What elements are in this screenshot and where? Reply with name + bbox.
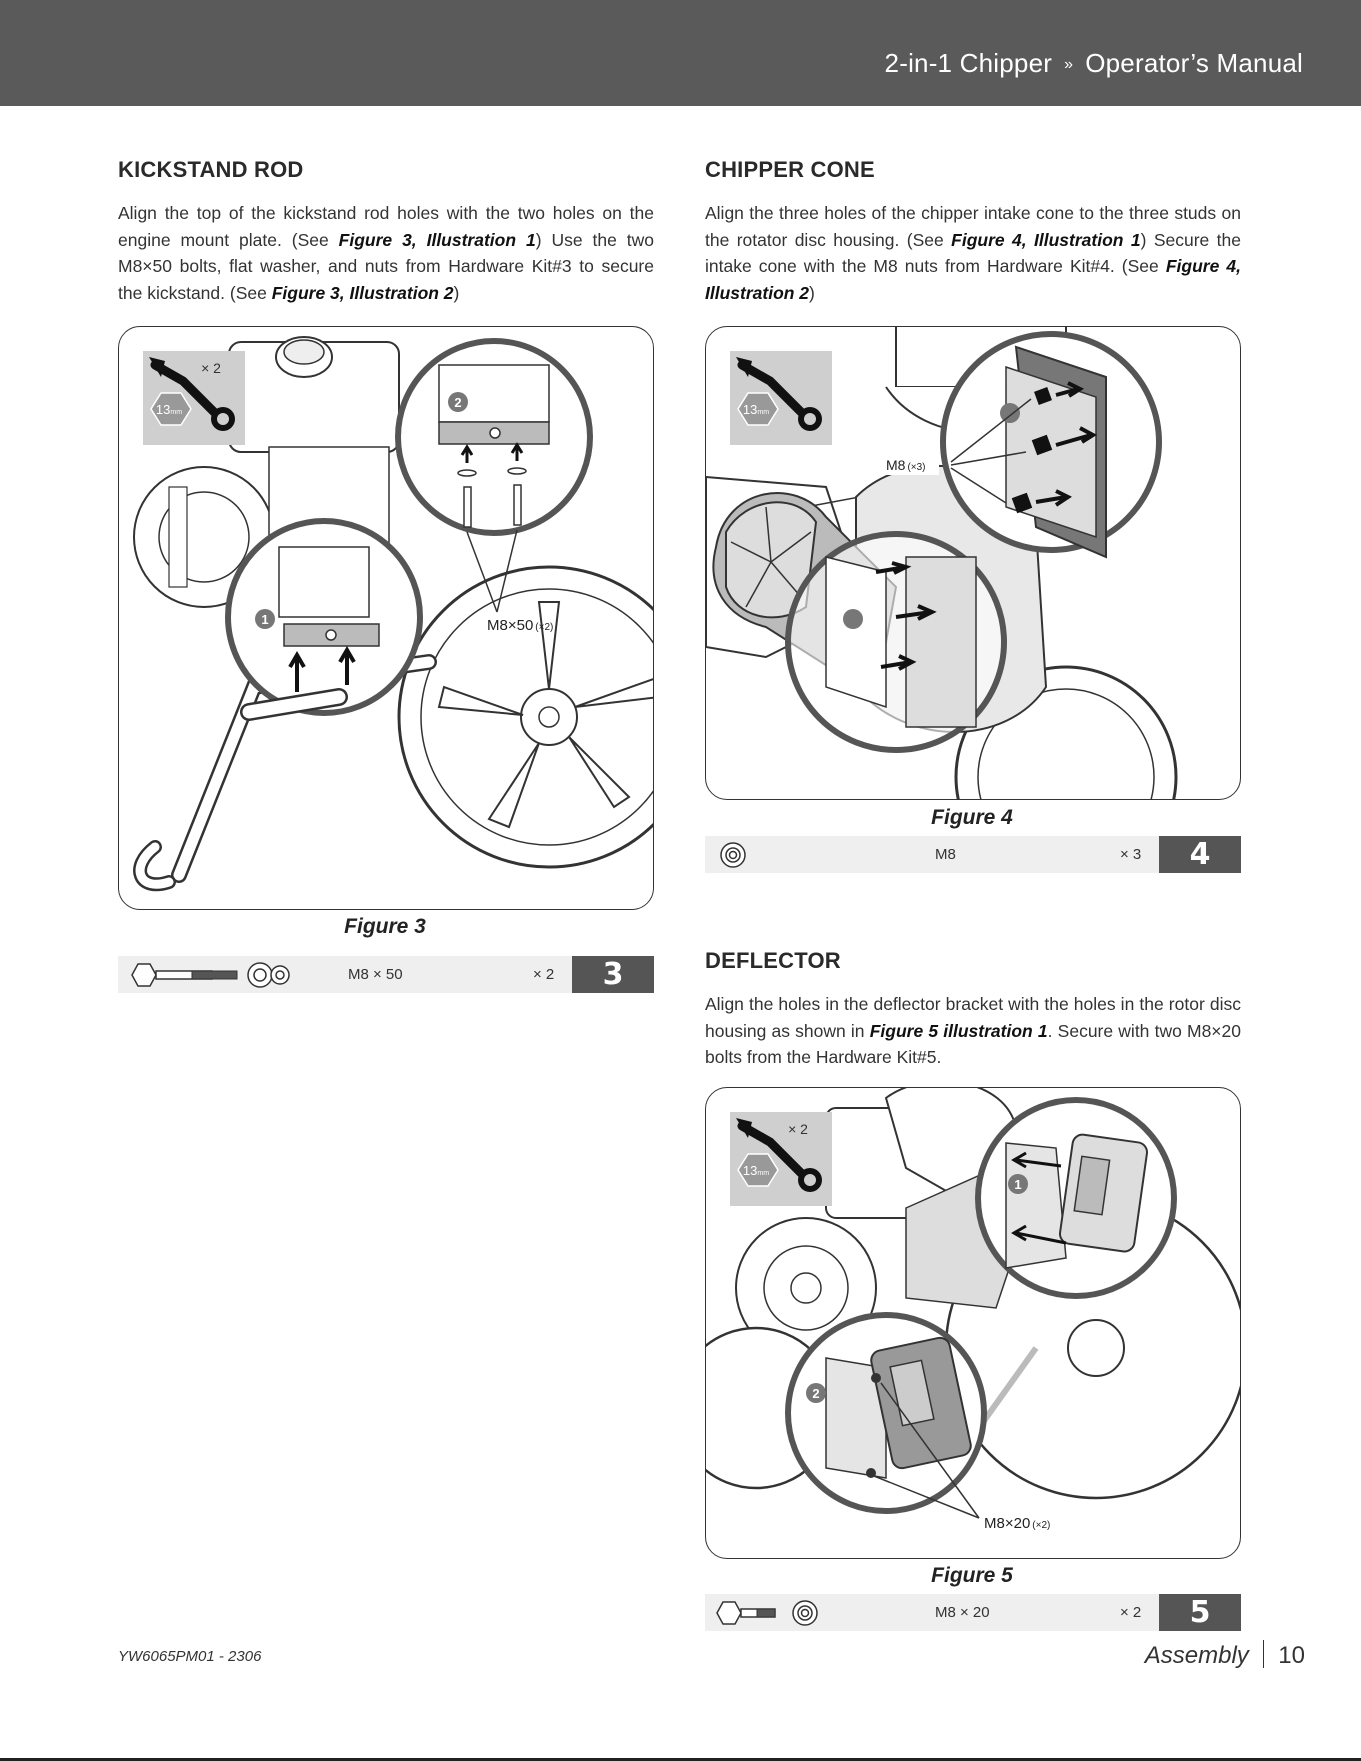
figure-5-bolt-label: M8×20(×2) — [984, 1515, 1050, 1532]
header-product: 2-in-1 Chipper — [884, 48, 1053, 78]
bolt-nut-icon — [716, 1600, 818, 1626]
cone-text-1: Align the three holes of the chipper int… — [705, 203, 1241, 250]
hardware-kit-4-badge: 4 — [1159, 836, 1241, 873]
figure-4-illustration: M8(×3) 13mm — [705, 326, 1241, 800]
wrench-icon: 13mm — [736, 357, 822, 431]
hardware-kit-4-row: M8 × 3 4 — [705, 836, 1241, 873]
nut-icon — [720, 842, 746, 868]
svg-text:× 2: × 2 — [201, 360, 221, 376]
deflector-text-2: . Secure with two M8×20 bolts from the H… — [705, 1020, 1241, 1068]
hardware-kit-3-badge: 3 — [572, 956, 654, 993]
cone-ref-2: Figure 4, Illustration 2 — [705, 256, 1241, 303]
header-title: 2-in-1 Chipper » Operator’s Manual — [885, 48, 1303, 79]
page-header: 2-in-1 Chipper » Operator’s Manual — [0, 0, 1361, 106]
hardware-kit-3-desc: M8 × 50 — [348, 966, 403, 983]
figure-3-callout-1: 1 — [261, 612, 268, 627]
svg-text:13mm: 13mm — [156, 402, 182, 417]
cone-text-3: ) — [809, 282, 815, 303]
chipper-cone-instructions: Align the three holes of the chipper int… — [705, 200, 1241, 306]
kickstand-section: KICKSTAND ROD Align the top of the kicks… — [118, 157, 654, 306]
cone-text-2: ) Secure the intake cone with the M8 nut… — [705, 229, 1242, 277]
figure-5-callout-2: 2 — [812, 1386, 819, 1401]
hardware-kit-5-desc: M8 × 20 — [935, 1604, 990, 1621]
figure-4-nut-label: M8(×3) — [886, 457, 926, 473]
deflector-text-1: Align the holes in the deflector bracket… — [705, 994, 1241, 1041]
hardware-kit-5-qty: × 2 — [1120, 1604, 1142, 1621]
figure-5-illustration: 1 2 M8×20(×2) 13mm × 2 — [705, 1087, 1241, 1559]
hardware-kit-4-qty: × 3 — [1120, 846, 1142, 863]
hardware-kit-3-qty: × 2 — [533, 966, 555, 983]
bolt-nut-icon — [131, 962, 290, 988]
page-number: 10 — [1278, 1642, 1305, 1669]
deflector-section: DEFLECTOR Align the holes in the deflect… — [705, 948, 1241, 1071]
page-footer-section: Assembly 10 — [1145, 1640, 1305, 1670]
wrench-icon: 13mm × 2 — [149, 357, 235, 431]
deflector-instructions: Align the holes in the deflector bracket… — [705, 991, 1241, 1071]
header-manual: Operator’s Manual — [1085, 48, 1303, 78]
chipper-cone-section: CHIPPER CONE Align the three holes of th… — [705, 157, 1241, 306]
figure-4-tool-badge: 13mm — [730, 351, 832, 445]
hardware-kit-5-badge: 5 — [1159, 1594, 1241, 1631]
figure-3-drawing: 1 2 M8×50(×2) — [133, 336, 653, 892]
cone-ref-1: Figure 4, Illustration 1 — [951, 229, 1141, 250]
figure-4-caption: Figure 4 — [931, 806, 1013, 829]
figure-3-callout-2: 2 — [454, 395, 461, 410]
figure-5-drawing: 1 2 M8×20(×2) — [706, 1088, 1240, 1532]
figure-5-caption: Figure 5 — [931, 1564, 1013, 1587]
chipper-cone-heading: CHIPPER CONE — [705, 157, 875, 182]
figure-5-callout-1: 1 — [1014, 1177, 1021, 1192]
kickstand-ref-1: Figure 3, Illustration 1 — [338, 229, 536, 250]
bottom-rule — [0, 1758, 1361, 1761]
wrench-icon: 13mm × 2 — [736, 1118, 822, 1192]
deflector-heading: DEFLECTOR — [705, 948, 841, 973]
svg-text:× 2: × 2 — [788, 1121, 808, 1137]
footer-section-name: Assembly — [1144, 1642, 1249, 1669]
kickstand-instructions: Align the top of the kickstand rod holes… — [118, 200, 654, 306]
kickstand-ref-2: Figure 3, Illustration 2 — [271, 282, 454, 303]
document-code: YW6065PM01 - 2306 — [118, 1648, 262, 1665]
header-separator: » — [1064, 56, 1074, 73]
hardware-kit-5-row: M8 × 20 × 2 5 — [705, 1594, 1241, 1631]
svg-text:13mm: 13mm — [743, 1163, 769, 1178]
svg-text:13mm: 13mm — [743, 402, 769, 417]
figure-5-tool-badge: 13mm × 2 — [730, 1112, 832, 1206]
figure-3-tool-badge: 13mm × 2 — [143, 351, 245, 445]
deflector-ref-1: Figure 5 illustration 1 — [869, 1020, 1048, 1041]
hardware-kit-3-row: M8 × 50 × 2 3 — [118, 956, 654, 993]
kickstand-heading: KICKSTAND ROD — [118, 157, 304, 182]
kickstand-text-3: ) — [453, 282, 460, 303]
footer-divider — [1262, 1640, 1265, 1668]
kickstand-text-1: Align the top of the kickstand rod holes… — [118, 203, 654, 250]
figure-3-caption: Figure 3 — [344, 915, 426, 938]
kickstand-text-2: ) Use the two M8×50 bolts, flat washer, … — [118, 229, 654, 303]
figure-3-bolt-label: M8×50(×2) — [487, 617, 553, 634]
figure-4-drawing: M8(×3) — [706, 327, 1178, 799]
figure-3-illustration: 1 2 M8×50(×2) 13mm × 2 — [118, 326, 654, 910]
hardware-kit-4-desc: M8 — [935, 846, 956, 863]
